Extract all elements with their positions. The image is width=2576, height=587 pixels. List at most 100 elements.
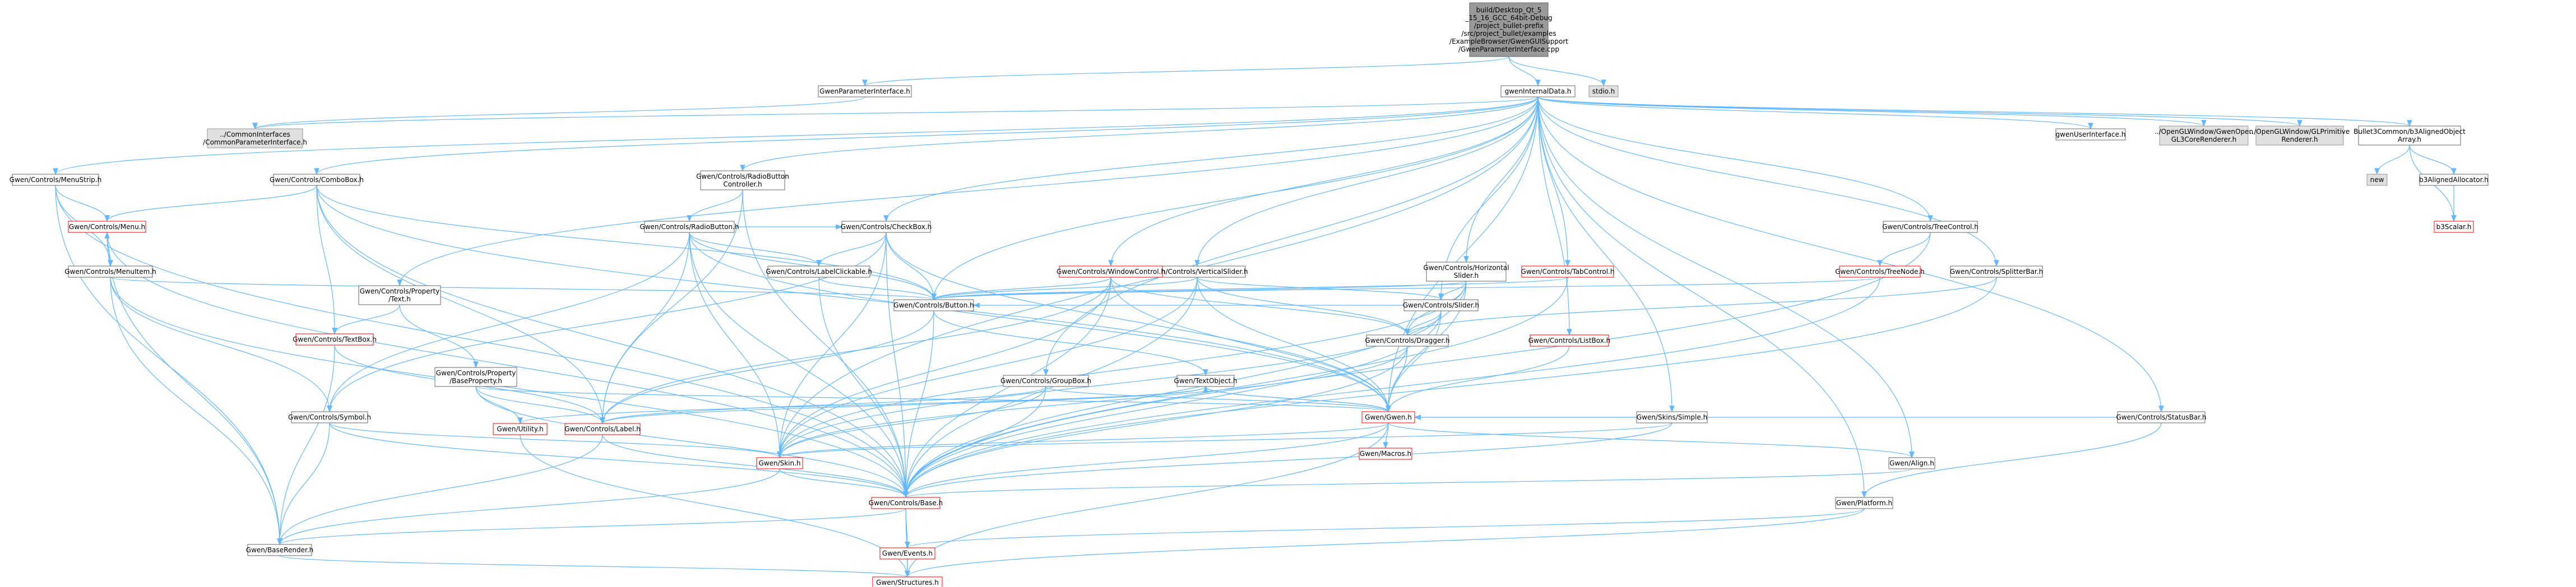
edge-verticalSlider-to-skin [777, 277, 1198, 459]
edge-propBase-to-gwen [475, 386, 1391, 413]
node-treeNode[interactable]: Gwen/Controls/TreeNode.h [1835, 265, 1925, 278]
node-box [1361, 411, 1415, 423]
edge-statusBar-to-platform [1861, 422, 2162, 499]
node-label: ../CommonInterfaces [220, 131, 290, 138]
node-tabControl[interactable]: Gwen/Controls/TabControl.h [1521, 265, 1615, 278]
node-propBase[interactable]: Gwen/Controls/Property/BaseProperty.h [434, 367, 517, 387]
edge-gwenInternalData-to-verticalSlider [1194, 96, 1539, 267]
node-label: Gwen/Controls/StatusBar.h [2116, 413, 2207, 421]
edge-menuItem-to-baseRender [110, 277, 282, 546]
node-textObject[interactable]: Gwen/TextObject.h [1174, 375, 1238, 387]
node-symbol[interactable]: Gwen/Controls/Symbol.h [288, 411, 371, 423]
edge-menu-to-baseRender [106, 232, 282, 546]
node-textBox[interactable]: Gwen/Controls/TextBox.h [293, 333, 377, 346]
edge-slider-to-base [903, 310, 1442, 499]
node-verticalSlider[interactable]: Gwen/Controls/VerticalSlider.h [1146, 265, 1248, 278]
node-label: Gwen/Controls/VerticalSlider.h [1146, 268, 1248, 276]
node-slider[interactable]: Gwen/Controls/Slider.h [1403, 299, 1479, 311]
node-events[interactable]: Gwen/Events.h [879, 547, 935, 560]
node-box [2434, 221, 2474, 233]
node-baseRender[interactable]: Gwen/BaseRender.h [246, 544, 313, 556]
edge-treeNode-to-base [903, 277, 1880, 499]
edge-gwenInternalData-to-groupBox [1043, 96, 1539, 376]
node-skinsSimple[interactable]: Gwen/Skins/Simple.h [1636, 411, 1708, 423]
edge-radioButton-to-skin [689, 232, 782, 459]
edge-checkBox-to-button [886, 232, 937, 301]
node-menuStrip[interactable]: Gwen/Controls/MenuStrip.h [10, 174, 101, 186]
edge-gwenInternalData-to-glPrimitive [1537, 96, 2302, 127]
node-label: Gwen/Skins/Simple.h [1637, 413, 1707, 421]
node-base[interactable]: Gwen/Controls/Base.h [869, 497, 943, 509]
node-label: Gwen/Controls/GroupBox.h [1000, 377, 1091, 385]
edge-menuItem-to-symbol [110, 277, 332, 413]
node-b3scalar[interactable]: b3Scalar.h [2434, 221, 2474, 233]
node-comboBox[interactable]: Gwen/Controls/ComboBox.h [270, 174, 364, 186]
node-labelClickable[interactable]: Gwen/Controls/LabelClickable.h [766, 265, 872, 278]
node-windowControl[interactable]: Gwen/Controls/WindowControl.h [1057, 265, 1165, 278]
node-label: Gwen/Controls/Horizontal [1423, 264, 1509, 272]
node-box [1176, 375, 1235, 387]
edge-comboBox-to-textBox [316, 185, 337, 335]
node-gwenInternalData[interactable]: gwenInternalData.h [1500, 85, 1576, 97]
edge-menuStrip-to-menu [55, 185, 110, 222]
edge-radioButton-to-base [689, 232, 909, 499]
node-label: Bullet3Common/b3AlignedObject [2353, 128, 2466, 136]
edge-gwenInternalData-to-menuStrip [53, 96, 1539, 175]
node-macros[interactable]: Gwen/Macros.h [1359, 448, 1412, 460]
node-checkBox[interactable]: Gwen/Controls/CheckBox.h [841, 221, 932, 233]
edge-label-to-baseRender [277, 434, 603, 546]
node-groupBox[interactable]: Gwen/Controls/GroupBox.h [1000, 375, 1091, 387]
node-treeControl[interactable]: Gwen/Controls/TreeControl.h [1882, 221, 1979, 233]
node-box [879, 547, 935, 560]
edge-skin-to-base [779, 468, 909, 499]
edge-gwenInternalData-to-button [931, 96, 1539, 301]
node-userInterface[interactable]: gwenUserInterface.h [2055, 128, 2126, 141]
node-splitterBar[interactable]: Gwen/Controls/SplitterBar.h [1950, 265, 2043, 278]
node-label: /src/project_bullet/examples [1461, 30, 1556, 38]
node-propText[interactable]: Gwen/Controls/Property/Text.h [358, 285, 441, 305]
edge-skinsSimple-to-base [903, 422, 1672, 499]
node-utility[interactable]: Gwen/Utility.h [493, 423, 548, 435]
node-label[interactable]: Gwen/Controls/Label.h [564, 423, 641, 435]
edge-gwenInternalData-to-radioCtrl [740, 96, 1539, 172]
node-box [273, 174, 360, 186]
edge-gwenInternalData-to-align [1537, 96, 1915, 459]
node-box [818, 85, 912, 97]
node-listBox[interactable]: Gwen/Controls/ListBox.h [1528, 334, 1611, 347]
node-box [2159, 125, 2249, 146]
node-structures[interactable]: Gwen/Structures.h [872, 576, 943, 587]
node-gwen[interactable]: Gwen/Gwen.h [1361, 411, 1415, 423]
node-statusBar[interactable]: Gwen/Controls/StatusBar.h [2116, 411, 2207, 423]
node-label: Controller.h [723, 180, 762, 188]
edge-dragger-to-skin [777, 346, 1408, 459]
node-box [1636, 411, 1708, 423]
node-menuItem[interactable]: Gwen/Controls/MenuItem.h [64, 265, 156, 278]
edge-gwen-to-align [1388, 422, 1915, 459]
node-label: Gwen/Controls/SplitterBar.h [1950, 268, 2043, 276]
edge-gwenInternalData-to-propText [397, 96, 1539, 287]
node-platform[interactable]: Gwen/Platform.h [1835, 497, 1893, 509]
node-box [434, 367, 517, 387]
node-box [756, 457, 803, 469]
node-dragger[interactable]: Gwen/Controls/Dragger.h [1365, 334, 1450, 347]
node-alignedAlloc[interactable]: b3AlignedAllocator.h [2419, 174, 2489, 186]
node-radioButton[interactable]: Gwen/Controls/RadioButton.h [640, 221, 739, 233]
node-gwenParameterInterface[interactable]: GwenParameterInterface.h [818, 85, 912, 97]
node-button[interactable]: Gwen/Controls/Button.h [893, 299, 974, 311]
edge-radioButton-to-labelClickable [689, 232, 822, 267]
node-skin[interactable]: Gwen/Skin.h [756, 457, 803, 469]
node-align[interactable]: Gwen/Align.h [1888, 457, 1935, 469]
node-box [12, 174, 99, 186]
node-label: ../OpenGLWindow/GwenOpen [2155, 128, 2253, 136]
node-label: Gwen/Controls/Property [436, 369, 516, 377]
node-label: Gwen/Controls/Slider.h [1403, 301, 1479, 309]
node-box [871, 497, 940, 509]
edge-gwenInternalData-to-glRenderer [1537, 96, 2207, 127]
edge-tabControl-to-button [931, 277, 1568, 301]
node-menu[interactable]: Gwen/Controls/Menu.h [68, 221, 146, 233]
